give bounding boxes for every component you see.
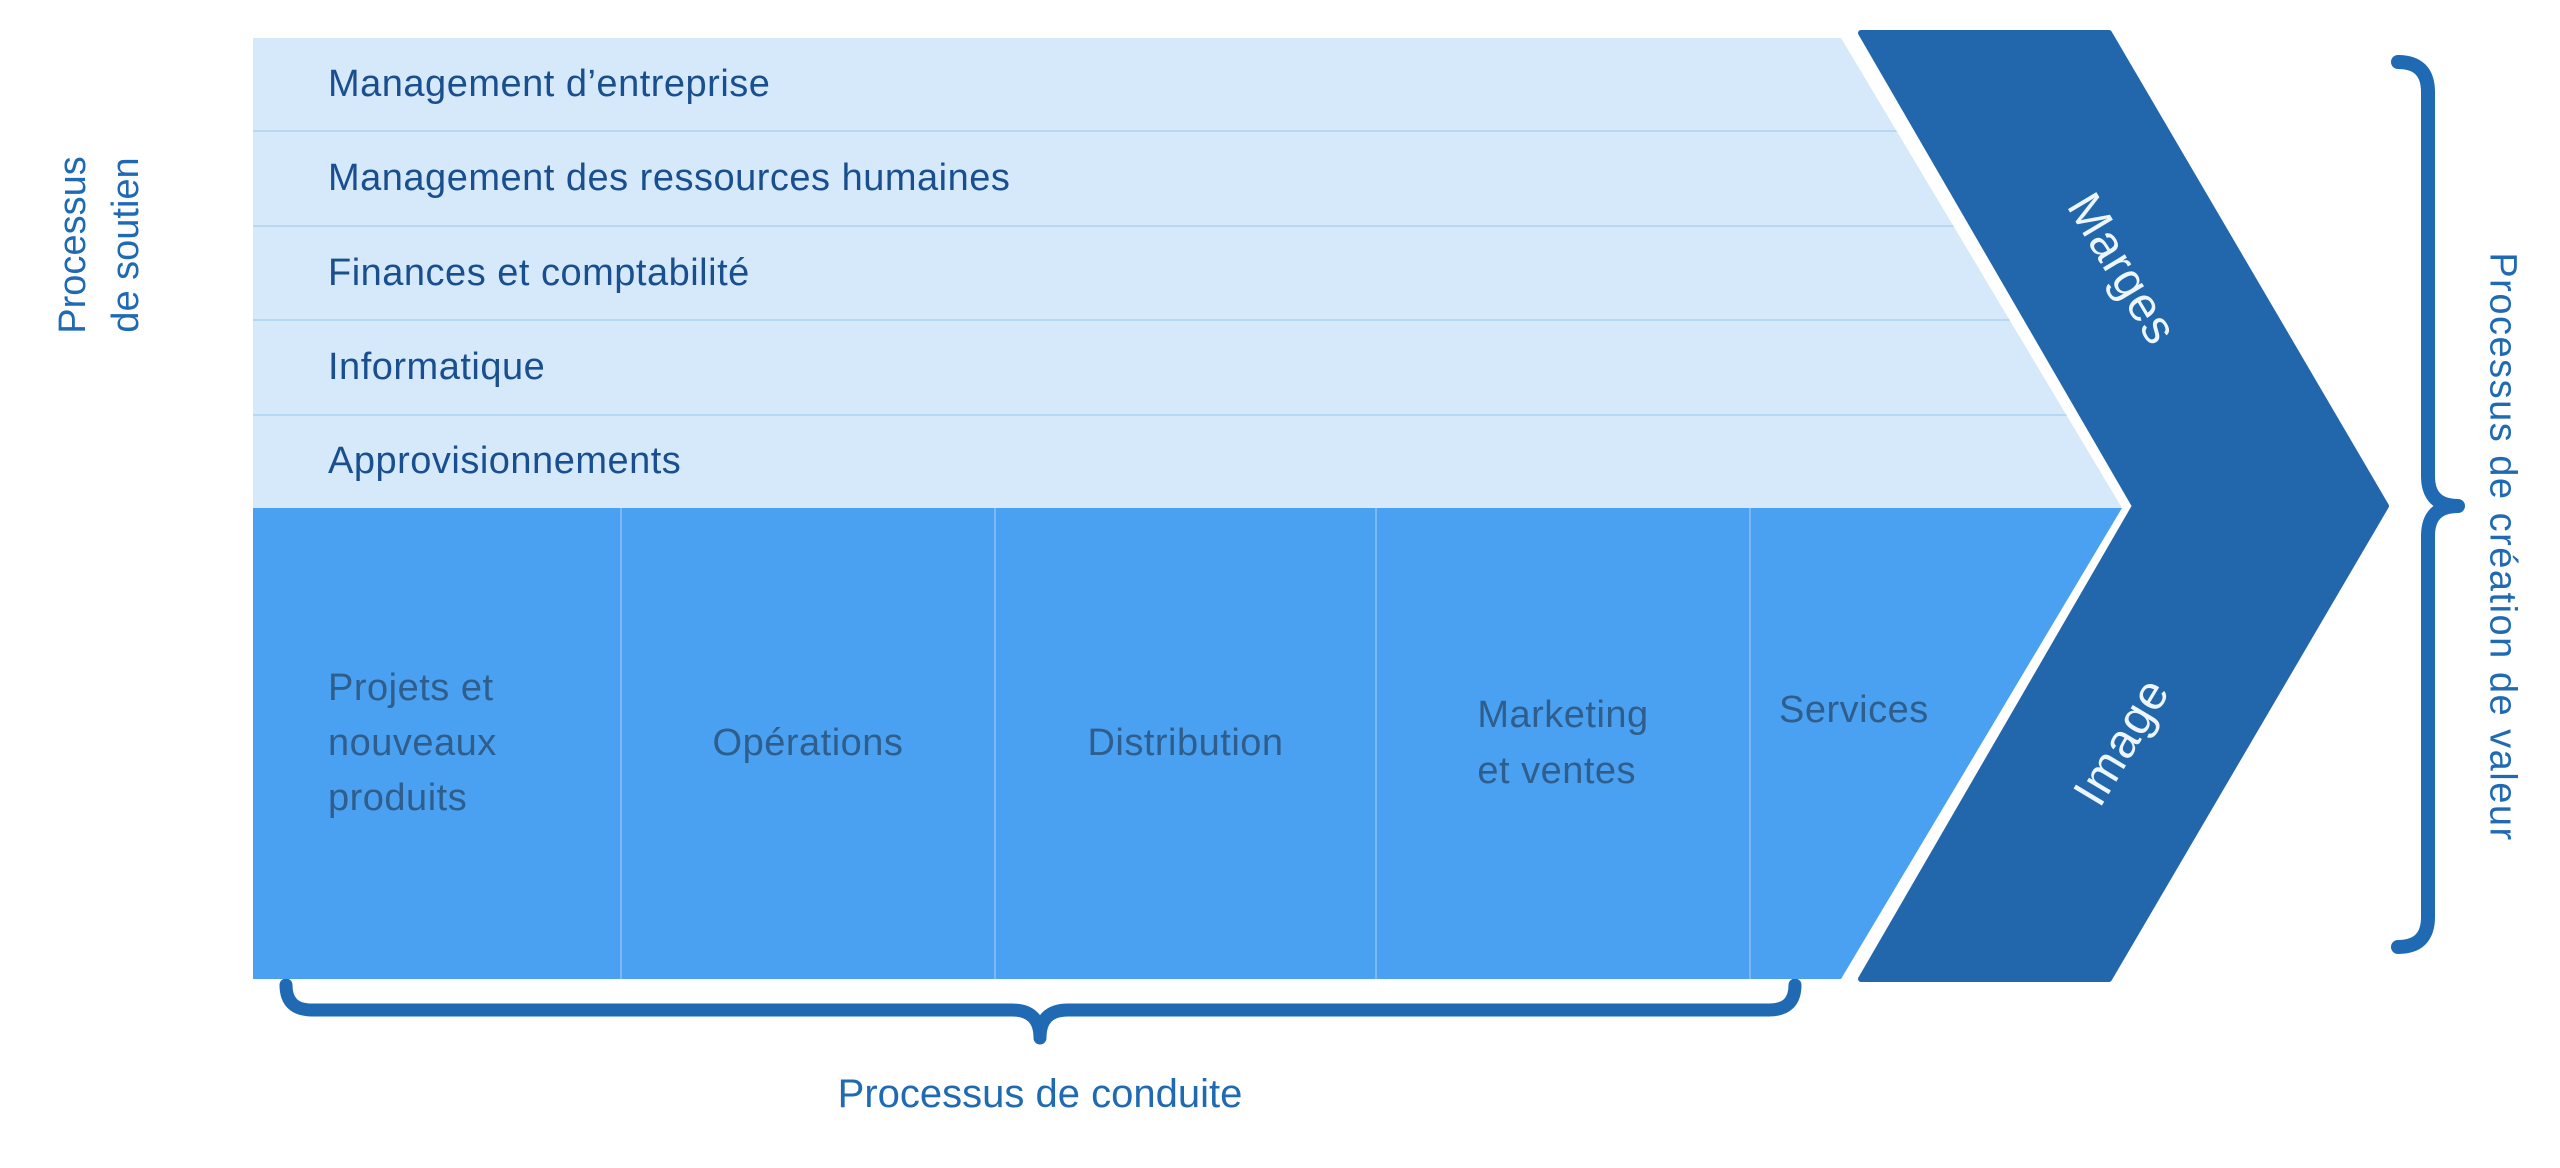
bottom-brace [279, 978, 1802, 1045]
process-arrow-block: Management d’entreprise Management des r… [253, 38, 2122, 979]
primary-column: Marketing et ventes [1375, 508, 1749, 979]
support-row: Management d’entreprise [253, 38, 2122, 133]
support-row-label: Informatique [328, 345, 546, 388]
support-row: Informatique [253, 321, 2122, 416]
support-row: Approvisionnements [253, 416, 2122, 508]
conduct-processes-caption: Processus de conduite [837, 1072, 1243, 1116]
primary-column: Opérations [620, 508, 994, 979]
support-processes-caption: Processus de soutien [51, 156, 147, 334]
primary-column-label: Marketing et ventes [1477, 694, 1649, 792]
support-processes-section: Management d’entreprise Management des r… [253, 38, 2122, 508]
support-row-label: Finances et comptabilité [328, 251, 750, 294]
support-row-label: Management d’entreprise [328, 62, 771, 105]
primary-column-label: Projets et nouveaux produits [328, 666, 497, 820]
primary-column: Services [1749, 508, 2122, 979]
value-creation-processes-caption: Processus de création de valeur [2481, 252, 2524, 842]
primary-column-label: Services [1779, 688, 1929, 731]
primary-column-label: Opérations [712, 721, 904, 764]
primary-column-label: Distribution [1087, 721, 1284, 764]
support-row: Finances et comptabilité [253, 227, 2122, 322]
margins-label: Marges [2056, 184, 2188, 354]
support-row-label: Management des ressources humaines [328, 157, 1011, 200]
support-row-label: Approvisionnements [328, 440, 682, 483]
primary-column: Distribution [994, 508, 1375, 979]
right-brace [2391, 55, 2465, 954]
primary-column: Projets et nouveaux produits [253, 508, 620, 979]
primary-processes-section: Projets et nouveaux produits Opérations … [253, 508, 2122, 979]
support-row: Management des ressources humaines [253, 132, 2122, 227]
image-label: Image [2063, 669, 2181, 815]
